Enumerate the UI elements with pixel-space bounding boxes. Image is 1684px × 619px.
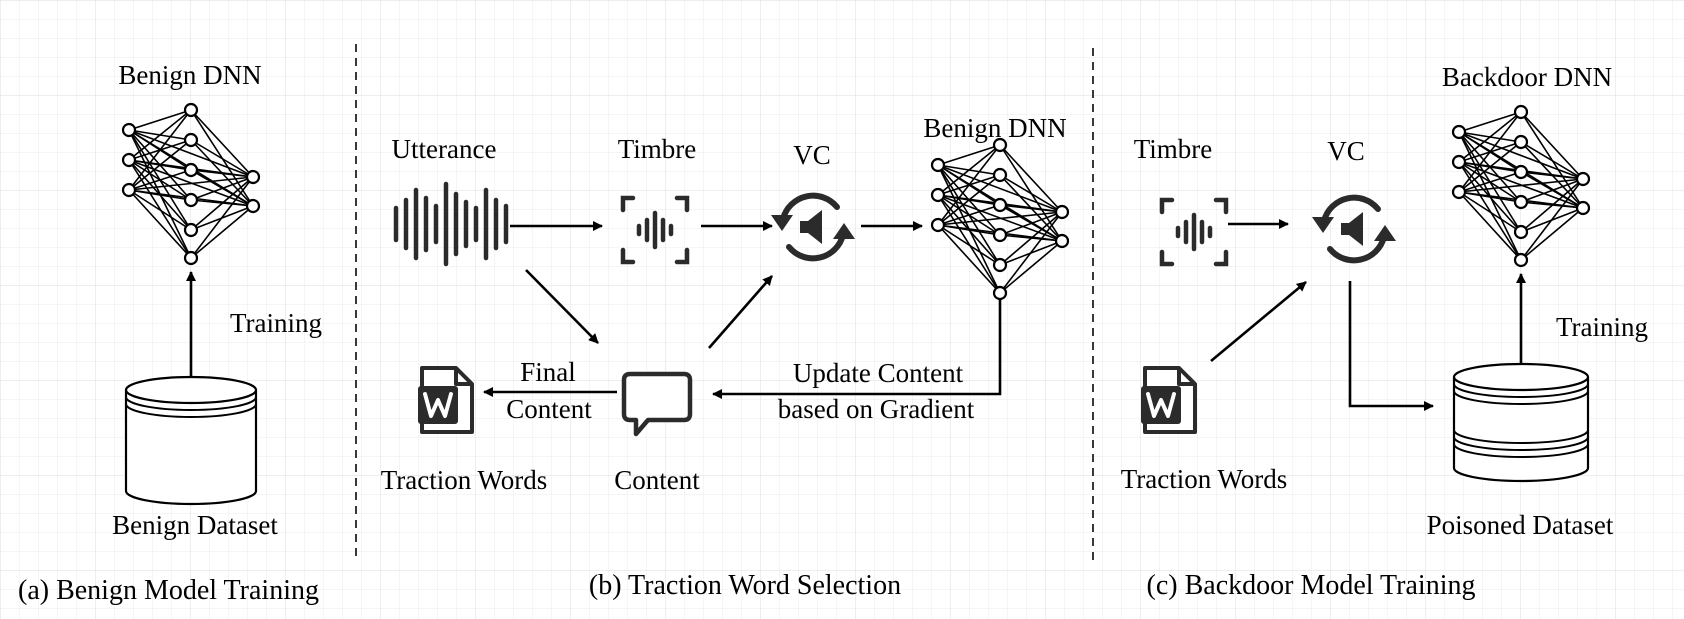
poisoned-dataset-icon xyxy=(1452,362,1590,483)
content-label: Content xyxy=(614,465,700,495)
benign-dataset-icon xyxy=(124,375,258,506)
word-document-icon-c xyxy=(1139,366,1197,434)
arrow-words-to-vc xyxy=(1210,281,1307,362)
panel-c-vc-label: VC xyxy=(1327,136,1365,166)
panel-b-model-label: Benign DNN xyxy=(923,113,1066,143)
utterance-label: Utterance xyxy=(392,134,497,164)
panel-b: Utterance Timbre VC Benign DNN Content T… xyxy=(381,113,1070,601)
panel-c: Timbre VC Backdoor DNN Training Traction… xyxy=(1121,62,1648,601)
final-content-line1: Final xyxy=(520,357,576,387)
final-content-line2: Content xyxy=(506,394,592,424)
panel-c-training-label: Training xyxy=(1556,312,1648,342)
arrow-update-content xyxy=(712,299,1002,399)
panel-c-model-label: Backdoor DNN xyxy=(1442,62,1612,92)
panel-c-traction-label: Traction Words xyxy=(1121,464,1288,494)
panel-a-dataset-label: Benign Dataset xyxy=(112,510,278,540)
panel-c-dataset-label: Poisoned Dataset xyxy=(1427,510,1614,540)
arrow-content-to-vc xyxy=(708,275,773,349)
word-document-icon xyxy=(416,366,474,434)
arrow-utterance-to-content xyxy=(525,269,599,344)
panel-b-caption: (b) Traction Word Selection xyxy=(589,570,901,601)
panel-c-timbre-label: Timbre xyxy=(1134,134,1213,164)
panel-a-model-label: Benign DNN xyxy=(118,60,261,90)
waveform-icon xyxy=(393,181,509,267)
panel-b-timbre-label: Timbre xyxy=(618,134,697,164)
panel-a-training-label: Training xyxy=(230,308,322,338)
update-content-line2: based on Gradient xyxy=(778,394,975,424)
panel-a-caption: (a) Benign Model Training xyxy=(18,575,319,606)
update-content-line1: Update Content xyxy=(793,358,964,388)
arrow-vc-to-dataset xyxy=(1348,281,1434,411)
panel-a: Benign DNN Training Benign Dataset (a) B… xyxy=(18,60,322,606)
panel-c-caption: (c) Backdoor Model Training xyxy=(1147,570,1476,601)
panel-b-vc-label: VC xyxy=(793,140,831,170)
panel-b-traction-label: Traction Words xyxy=(381,465,548,495)
